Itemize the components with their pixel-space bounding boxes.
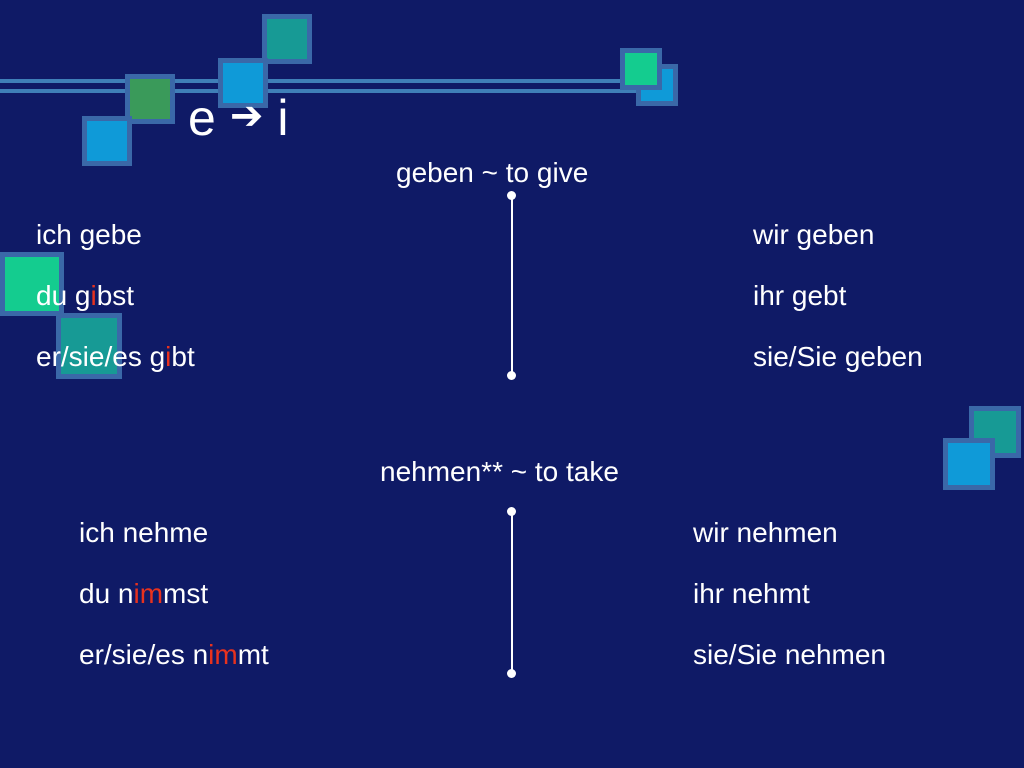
decor-square-mint-right [620,48,662,90]
conjugation-ich-nehmen: ich nehme [79,516,208,550]
slide-title: e ➔ i [188,86,288,148]
conjugation-wir-geben: wir geben [753,219,875,250]
divider-dot-top [507,507,516,516]
decor-square-blue-small [82,116,132,166]
divider-dot-bottom [507,371,516,380]
conjugation-er-geben: er/sie/es gibt [36,340,195,374]
form-highlight: i [165,341,172,372]
divider-line-nehmen [511,512,513,674]
form-text-end: bst [96,280,135,311]
form-text: er/sie/es g [36,341,166,372]
form-text-end: bt [171,341,195,372]
form-text: er/sie/es n [79,639,209,670]
verb-heading-geben: geben ~ to give [396,157,589,188]
title-to-vowel: i [277,90,289,146]
decor-square-teal [262,14,312,64]
conjugation-du-geben: du gibst [36,279,134,313]
form-text-end: mst [163,578,209,609]
form-highlight: i [90,280,97,311]
decor-square-green [125,74,175,124]
arrow-right-icon: ➔ [229,94,264,138]
top-rail-upper [0,79,650,83]
form-highlight: im [208,639,238,670]
form-text: du g [36,280,91,311]
form-text: ich gebe [36,219,142,250]
form-text: ich nehme [79,517,209,548]
top-rail-lower [0,89,650,93]
divider-dot-bottom [507,669,516,678]
conjugation-sie-geben: sie/Sie geben [753,341,923,372]
conjugation-ich-geben: ich gebe [36,218,142,252]
conjugation-ihr-nehmen: ihr nehmt [693,578,810,609]
decor-square-blue [218,58,268,108]
title-from-vowel: e [188,90,216,146]
divider-dot-top [507,191,516,200]
form-text: du n [79,578,134,609]
verb-heading-nehmen: nehmen** ~ to take [380,456,619,487]
decor-square-mint-left [0,252,64,316]
form-highlight: im [133,578,164,609]
divider-line-geben [511,196,513,376]
decor-square-teal-left [56,313,122,379]
decor-square-blue-mid-right [943,438,995,490]
form-text-end: mt [237,639,269,670]
conjugation-du-nehmen: du nimmst [79,577,208,611]
conjugation-sie-nehmen: sie/Sie nehmen [693,639,887,670]
conjugation-er-nehmen: er/sie/es nimmt [79,638,269,672]
conjugation-ihr-geben: ihr gebt [753,280,847,311]
conjugation-wir-nehmen: wir nehmen [693,517,838,548]
